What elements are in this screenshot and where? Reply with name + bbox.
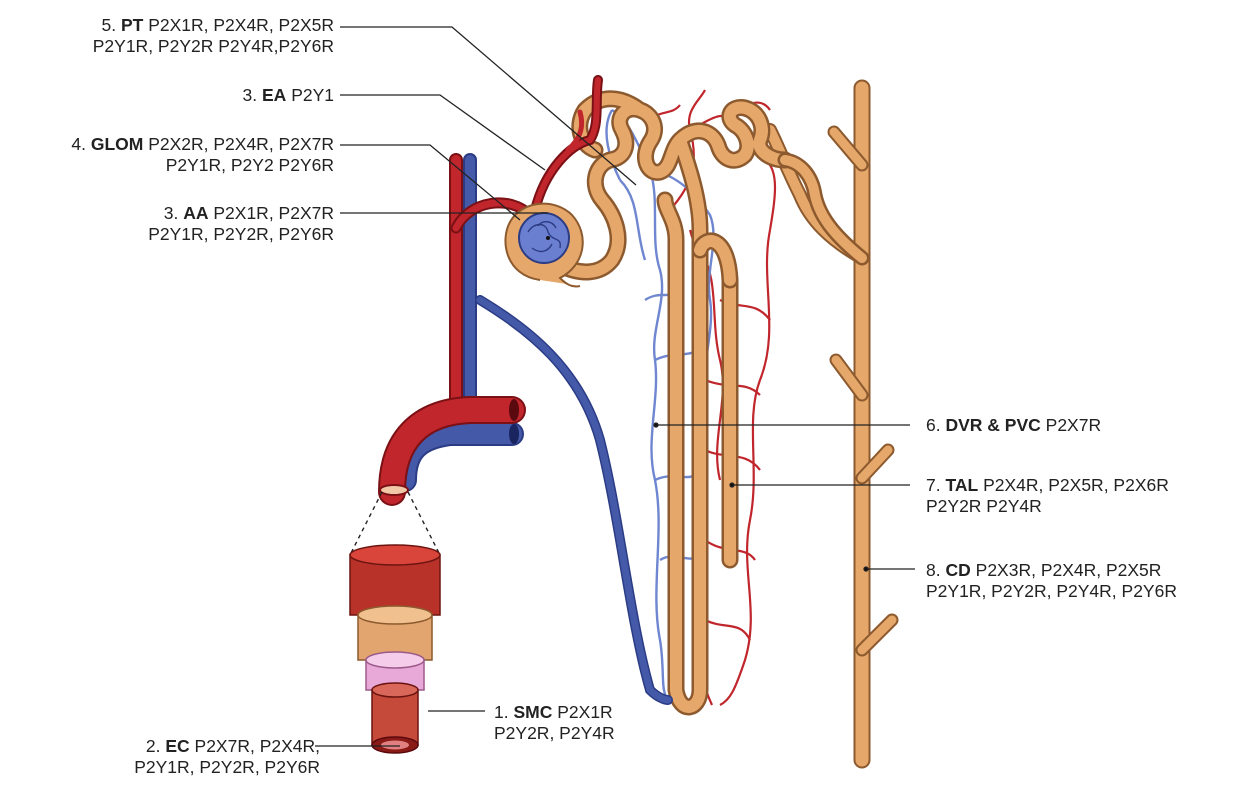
label-glom-line2: P2Y1R, P2Y2 P2Y6R (166, 155, 334, 175)
label-pt: 5. PT P2X1R, P2X4R, P2X5R P2Y1R, P2Y2R P… (20, 15, 334, 57)
collecting-duct-branches (770, 130, 892, 650)
label-aa-num: 3. (164, 203, 179, 223)
label-pt-rest: P2X1R, P2X4R, P2X5R (148, 15, 334, 35)
collecting-duct (770, 88, 892, 760)
renal-tubule (560, 99, 862, 707)
label-ec-num: 2. (146, 736, 161, 756)
label-smc-line2: P2Y2R, P2Y4R (494, 723, 615, 743)
label-tal-rest: P2X4R, P2X5R, P2X6R (983, 475, 1169, 495)
label-ec-rest: P2X7R, P2X4R, (195, 736, 320, 756)
label-cd-line2: P2Y1R, P2Y2R, P2Y4R, P2Y6R (926, 581, 1177, 601)
label-dvr: 6. DVR & PVC P2X7R (926, 415, 1101, 436)
artery-cut-end (380, 485, 408, 495)
label-cd-num: 8. (926, 560, 941, 580)
label-dvr-num: 6. (926, 415, 941, 435)
glomerular-tuft (519, 213, 569, 263)
label-tal-line2: P2Y2R P2Y4R (926, 496, 1042, 516)
vein-opening (509, 424, 519, 444)
leader-glom (340, 145, 520, 220)
label-ea-num: 3. (243, 85, 258, 105)
vessel-wall-layers (350, 492, 440, 753)
glomerulus-pointer-dot (546, 236, 550, 240)
vein-branch (480, 300, 668, 700)
label-ec-line2: P2Y1R, P2Y2R, P2Y6R (134, 757, 320, 777)
artery-opening (509, 399, 519, 421)
label-dvr-rest: P2X7R (1046, 415, 1101, 435)
label-cd-name: CD (945, 560, 970, 580)
label-glom: 4. GLOM P2X2R, P2X4R, P2X7R P2Y1R, P2Y2 … (0, 134, 334, 176)
label-aa-rest: P2X1R, P2X7R (213, 203, 334, 223)
label-ec: 2. EC P2X7R, P2X4R, P2Y1R, P2Y2R, P2Y6R (30, 736, 320, 778)
label-pt-name: PT (121, 15, 143, 35)
label-ea-name: EA (262, 85, 286, 105)
label-glom-num: 4. (71, 134, 86, 154)
label-tal: 7. TAL P2X4R, P2X5R, P2X6R P2Y2R P2Y4R (926, 475, 1169, 517)
label-pt-num: 5. (101, 15, 116, 35)
label-tal-name: TAL (945, 475, 978, 495)
label-smc-name: SMC (513, 702, 552, 722)
label-glom-rest: P2X2R, P2X4R, P2X7R (148, 134, 334, 154)
label-glom-name: GLOM (91, 134, 144, 154)
label-aa-name: AA (183, 203, 208, 223)
label-smc: 1. SMC P2X1R P2Y2R, P2Y4R (494, 702, 615, 744)
label-cd: 8. CD P2X3R, P2X4R, P2X5R P2Y1R, P2Y2R, … (926, 560, 1177, 602)
label-ea: 3. EA P2Y1 (20, 85, 334, 106)
label-ea-rest: P2Y1 (291, 85, 334, 105)
label-smc-num: 1. (494, 702, 509, 722)
label-dvr-name: DVR & PVC (945, 415, 1040, 435)
label-ec-name: EC (165, 736, 189, 756)
label-tal-num: 7. (926, 475, 941, 495)
leader-ea (340, 95, 545, 170)
label-aa-line2: P2Y1R, P2Y2R, P2Y6R (148, 224, 334, 244)
label-cd-rest: P2X3R, P2X4R, P2X5R (976, 560, 1162, 580)
label-pt-line2: P2Y1R, P2Y2R P2Y4R,P2Y6R (93, 36, 334, 56)
label-smc-rest: P2X1R (557, 702, 612, 722)
label-aa: 3. AA P2X1R, P2X7R P2Y1R, P2Y2R, P2Y6R (20, 203, 334, 245)
